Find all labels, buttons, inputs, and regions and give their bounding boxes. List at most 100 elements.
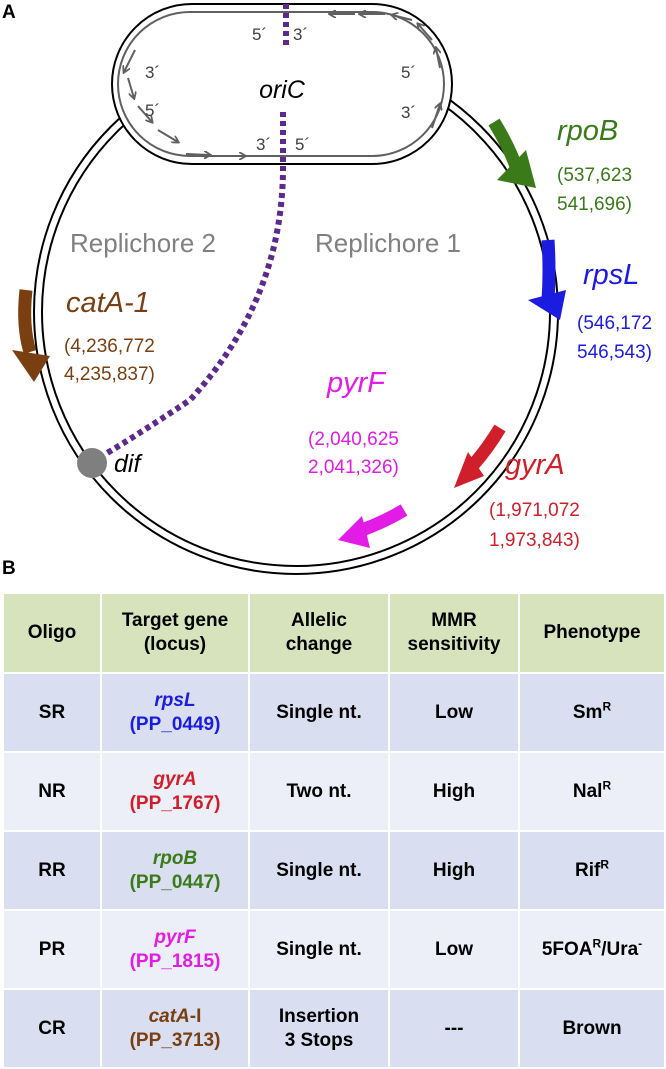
header-allelic-line2: change — [285, 634, 353, 655]
panel-a-label: A — [2, 2, 16, 23]
oric-dif-path — [90, 112, 286, 465]
header-phenotype: Phenotype — [518, 592, 666, 674]
strand-mark-top-right: 3´ — [293, 25, 308, 44]
cell-oligo: PR — [2, 909, 102, 990]
table-row: NR gyrA(PP_1767) Two nt. High NalR — [2, 751, 666, 832]
header-target-line1: Target gene — [121, 610, 229, 631]
phenotype-text: Rif — [575, 859, 601, 881]
strand-mark-left-3: 3´ — [145, 63, 160, 82]
cell-allelic-change: Single nt. — [248, 830, 390, 911]
header-target-gene: Target gene (locus) — [100, 592, 250, 674]
gene-label-pyrF: pyrF — [326, 367, 387, 399]
cell-allelic-change: Two nt. — [248, 751, 390, 832]
gene-name: rpoB — [152, 847, 198, 869]
strand-mark-top-left: 5´ — [252, 25, 267, 44]
header-mmr-line1: MMR — [431, 610, 477, 631]
cell-allelic-change: Single nt. — [248, 672, 390, 753]
header-mmr-sensitivity: MMR sensitivity — [388, 592, 520, 674]
cell-mmr: High — [388, 751, 520, 832]
gene-label-rpoB: rpoB — [557, 115, 618, 147]
oligo-table: Oligo Target gene (locus) Allelic change M… — [2, 592, 666, 1069]
gene-label-gyrA: gyrA — [505, 449, 565, 481]
phenotype-text: Brown — [562, 1017, 622, 1039]
gene-coord-rpsL-2: 546,543) — [577, 342, 652, 363]
gene-name: pyrF — [154, 926, 196, 948]
gene-coord-gyrA-1: (1,971,072 — [489, 500, 580, 521]
phenotype-tail-sup: - — [638, 936, 643, 951]
cell-target-gene: rpsL(PP_0449) — [100, 672, 250, 753]
strand-mark-left-5: 5´ — [145, 101, 160, 120]
gene-name: rpsL — [154, 689, 196, 711]
gene-label-catA-1: catA-1 — [66, 287, 150, 319]
chromosome-diagram: 5´ 3´ 3´ 5´ 5´ 3´ 3´ 5´ oriC dif Replich… — [12, 3, 652, 575]
header-phenotype-text: Phenotype — [543, 622, 641, 643]
cell-phenotype: NalR — [518, 751, 666, 832]
change-line1: Single nt. — [276, 859, 362, 881]
gene-name: gyrA — [153, 768, 197, 790]
change-line1: Two nt. — [286, 780, 352, 802]
dif-label: dif — [114, 450, 143, 478]
gene-coord-gyrA-2: 1,973,843) — [489, 530, 580, 551]
phenotype-sup: R — [602, 778, 612, 793]
gene-locus: (PP_0449) — [129, 713, 221, 735]
replication-bubble-inner — [117, 11, 445, 157]
header-allelic-line1: Allelic — [291, 610, 347, 631]
table-header-row: Oligo Target gene (locus) Allelic change M… — [2, 592, 666, 674]
gene-locus: (PP_1815) — [129, 950, 221, 972]
cell-target-gene: catA-I(PP_3713) — [100, 988, 250, 1069]
gene-locus: (PP_3713) — [129, 1029, 221, 1051]
header-allelic-change: Allelic change — [248, 592, 390, 674]
cell-target-gene: rpoB(PP_0447) — [100, 830, 250, 911]
cell-allelic-change: Single nt. — [248, 909, 390, 990]
header-oligo: Oligo — [2, 592, 102, 674]
phenotype-sup: R — [600, 857, 609, 872]
phenotype-tail: /Ura — [601, 938, 639, 960]
gene-coord-catA-1-2: 4,235,837) — [64, 364, 155, 385]
panel-b-label: B — [2, 558, 16, 579]
cell-oligo: SR — [2, 672, 102, 753]
change-line1: Insertion — [278, 1005, 360, 1027]
lagging-strand-arrows-top — [330, 14, 440, 69]
phenotype-sup: R — [592, 936, 602, 951]
cell-mmr: Low — [388, 672, 520, 753]
gene-locus: (PP_0447) — [129, 871, 221, 893]
cell-target-gene: pyrF(PP_1815) — [100, 909, 250, 990]
cell-mmr: High — [388, 830, 520, 911]
replichore-2-label: Replichore 2 — [70, 228, 216, 258]
table-row: SR rpsL(PP_0449) Single nt. Low SmR — [2, 672, 666, 753]
cell-oligo: RR — [2, 830, 102, 911]
change-line1: Single nt. — [276, 701, 362, 723]
cell-phenotype: 5FOAR/Ura- — [518, 909, 666, 990]
table-row: PR pyrF(PP_1815) Single nt. Low 5FOAR/Ur… — [2, 909, 666, 990]
strand-mark-bottom-right: 5´ — [295, 135, 310, 154]
gene-arrow-rpsL — [528, 239, 566, 320]
leading-strand-left-arrow — [124, 49, 136, 72]
strand-mark-right-5: 5´ — [401, 63, 416, 82]
header-mmr-line2: sensitivity — [407, 634, 501, 655]
phenotype-sup: R — [602, 699, 612, 714]
dif-site-dot — [77, 448, 107, 478]
change-line1: Single nt. — [276, 938, 362, 960]
gene-coord-rpsL-1: (546,172 — [577, 313, 652, 334]
gene-arrow-catA-1 — [12, 289, 50, 382]
cell-mmr: --- — [388, 988, 520, 1069]
replication-bubble-outer — [111, 3, 453, 165]
cell-oligo: NR — [2, 751, 102, 832]
cell-phenotype: RifR — [518, 830, 666, 911]
gene-arrow-pyrF — [338, 504, 408, 548]
header-target-line2: (locus) — [143, 634, 207, 655]
cell-oligo: CR — [2, 988, 102, 1069]
phenotype-text: Nal — [572, 780, 603, 802]
gene-coord-rpoB-2: 541,696) — [557, 194, 632, 215]
change-line2: 3 Stops — [284, 1029, 354, 1051]
phenotype-text: 5FOA — [541, 938, 593, 960]
phenotype-text: Sm — [572, 701, 603, 723]
cell-target-gene: gyrA(PP_1767) — [100, 751, 250, 832]
gene-label-rpsL: rpsL — [583, 259, 639, 291]
strand-mark-bottom-left: 3´ — [256, 135, 271, 154]
table-row: RR rpoB(PP_0447) Single nt. High RifR — [2, 830, 666, 911]
gene-arrow-gyrA — [454, 424, 506, 488]
cell-phenotype: SmR — [518, 672, 666, 753]
